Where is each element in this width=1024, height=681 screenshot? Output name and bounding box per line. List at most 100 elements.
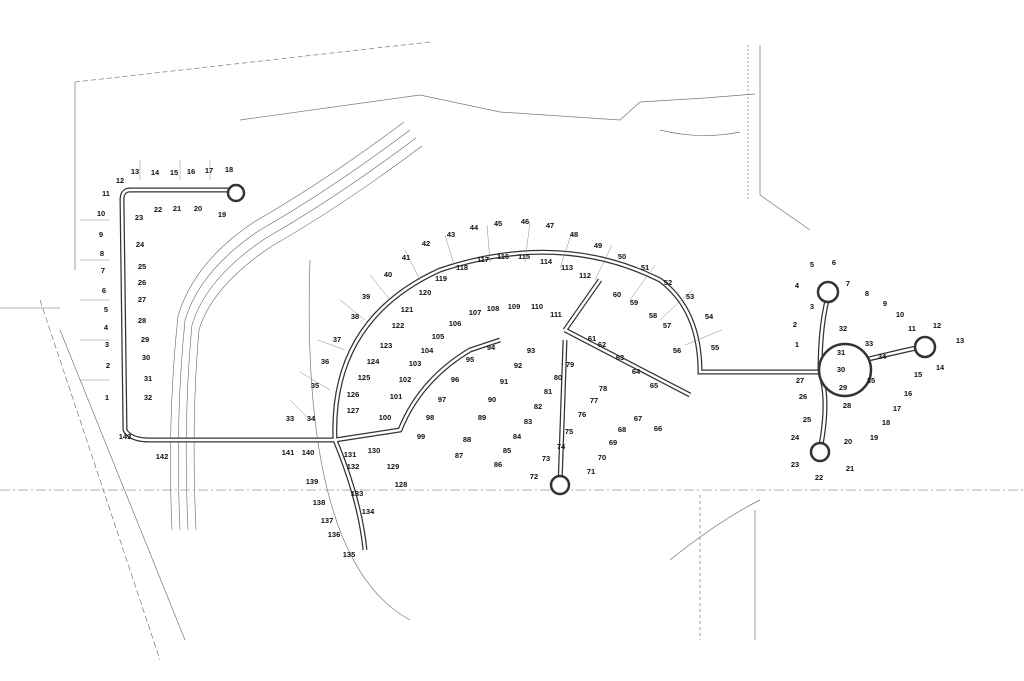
phase-a-lot-24: 24 [136,240,145,249]
phase-a-lot-135: 135 [343,550,356,559]
phase-b-lot-9: 9 [883,299,887,308]
phase-a-lot-87: 87 [455,451,463,460]
phase-b-lot-19: 19 [870,433,878,442]
phase-a-lot-142: 142 [156,452,169,461]
phase-b-lot-17: 17 [893,404,901,413]
phase-a-lot-60: 60 [613,290,621,299]
phase-a-lot-126: 126 [347,390,360,399]
phase-a-lot-140: 140 [302,448,315,457]
phase-b-lot-12: 12 [933,321,941,330]
phase-b-lot-16: 16 [904,389,912,398]
phase-a-lot-77: 77 [590,396,598,405]
phase-b-lot-2: 2 [793,320,797,329]
phase-a-lot-114: 114 [540,257,553,266]
phase-a-lot-110: 110 [531,302,543,311]
cul-de-sacs [226,183,937,496]
phase-a-lot-12: 12 [116,176,124,185]
phase-a-lot-13: 13 [131,167,139,176]
phase-a-lot-43: 43 [447,230,455,239]
creek-channel [170,121,423,531]
phase-a-lot-30: 30 [142,353,150,362]
phase-b-lot-34: 34 [878,352,887,361]
phase-a-lot-75: 75 [565,427,573,436]
phase-b-lot-25: 25 [803,415,811,424]
phase-a-lot-14: 14 [151,168,160,177]
phase-a-lot-131: 131 [344,450,357,459]
phase-b-lot-4: 4 [795,281,800,290]
phase-a-lot-106: 106 [449,319,462,328]
phase-a-lot-111: 111 [550,310,562,319]
phase-a-lot-15: 15 [170,168,178,177]
phase-a-lot-65: 65 [650,381,658,390]
phase-a-lot-88: 88 [463,435,471,444]
phase-a-lot-100: 100 [379,413,392,422]
phase-a-lot-116: 116 [497,252,509,261]
phase-a-lot-139: 139 [306,477,319,486]
phase-a-lot-141: 141 [282,448,295,457]
phase-a-lot-86: 86 [494,460,502,469]
phase-a-lot-80: 80 [554,373,562,382]
phase-b-lot-1: 1 [795,340,799,349]
phase-a-lot-11: 11 [102,189,110,198]
phase-a-lot-130: 130 [368,446,381,455]
phase-a-lot-82: 82 [534,402,542,411]
phase-a-lot-1: 1 [105,393,109,402]
phase-b-lot-15: 15 [914,370,922,379]
phase-b-lot-22: 22 [815,473,823,482]
phase-a-lot-41: 41 [402,253,410,262]
phase-a-lot-36: 36 [321,357,329,366]
phase-a-lot-136: 136 [328,530,341,539]
phase-a-lot-17: 17 [205,166,213,175]
phase-a-lot-46: 46 [521,217,529,226]
phase-a-lot-18: 18 [225,165,233,174]
phase-b-lot-3: 3 [810,302,814,311]
phase-b-lot-23: 23 [791,460,799,469]
phase-a-lot-66: 66 [654,424,662,433]
phase-a-lot-7: 7 [101,266,105,275]
phase-a-lot-57: 57 [663,321,671,330]
phase-a-lot-28: 28 [138,316,146,325]
phase-a-lot-137: 137 [321,516,334,525]
phase-b-lot-28: 28 [843,401,851,410]
phase-a-lot-59: 59 [630,298,638,307]
phase-b-lot-30: 30 [837,365,845,374]
phase-a-lot-81: 81 [544,387,552,396]
phase-a-lot-104: 104 [421,346,434,355]
phase-a-lot-29: 29 [141,335,149,344]
phase-b-lot-21: 21 [846,464,854,473]
phase-a-lot-91: 91 [500,377,508,386]
phase-a-lot-56: 56 [673,346,681,355]
phase-a-lot-101: 101 [390,392,403,401]
phase-a-lot-89: 89 [478,413,486,422]
phase-a-lot-51: 51 [641,263,649,272]
phase-a-lot-35: 35 [311,381,319,390]
phase-a-lot-134: 134 [362,507,375,516]
phase-b-lot-5: 5 [810,260,814,269]
phase-a-lot-52: 52 [664,278,672,287]
phase-b-lot-11: 11 [908,324,916,333]
phase-b-lot-10: 10 [896,310,904,319]
phase-a-lot-76: 76 [578,410,586,419]
phase-a-lot-74: 74 [557,442,566,451]
phase-b-lot-7: 7 [846,279,850,288]
phase-b-lot-29: 29 [839,383,847,392]
phase-a-lot-54: 54 [705,312,714,321]
phase-a-lot-26: 26 [138,278,146,287]
phase-a-lot-97: 97 [438,395,446,404]
phase-a-lot-92: 92 [514,361,522,370]
phase-a-lot-48: 48 [570,230,578,239]
phase-a-lot-85: 85 [503,446,511,455]
phase-a-lot-3: 3 [105,340,109,349]
phase-b-lot-35: 35 [867,376,875,385]
phase-a-lot-8: 8 [100,249,104,258]
phase-a-lot-37: 37 [333,335,341,344]
phase-a-lot-33: 33 [286,414,294,423]
phase-a-lot-128: 128 [395,480,408,489]
phase-a-lot-67: 67 [634,414,642,423]
phase-a-lot-34: 34 [307,414,316,423]
phase-a-lot-39: 39 [362,292,370,301]
phase-a-lot-47: 47 [546,221,554,230]
phase-a-lot-132: 132 [347,462,360,471]
phase-a-lot-42: 42 [422,239,430,248]
